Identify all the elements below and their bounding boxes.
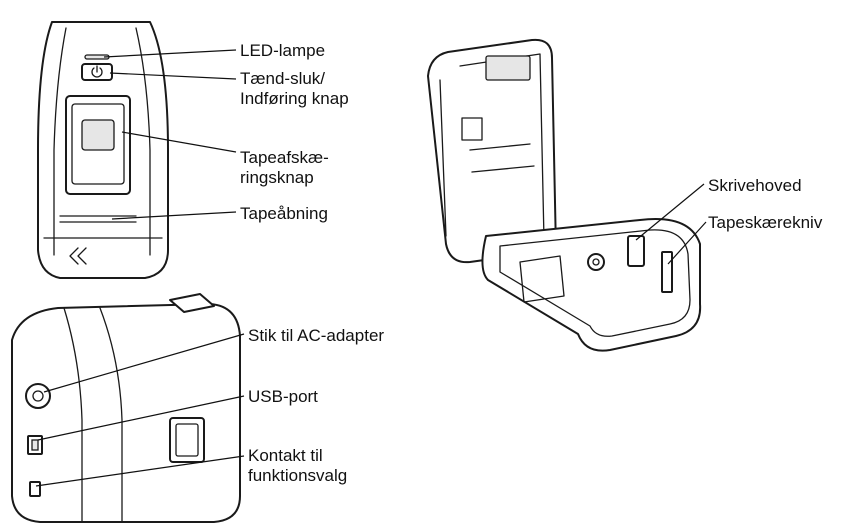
printer-open-view: [427, 38, 702, 352]
mode-switch-shape: [29, 481, 41, 497]
printer-front-view: [37, 21, 169, 279]
label-cutter-blade: Tapeskærekniv: [708, 213, 823, 232]
double-chevron-left-icon: [69, 247, 87, 265]
tape-exit-slot: [59, 215, 137, 223]
label-ac-adapter-jack: Stik til AC-adapter: [248, 326, 385, 345]
leader-print-head: [635, 183, 705, 241]
leader-ac: [43, 333, 245, 393]
leader-power: [109, 72, 237, 80]
label-mode-switch-line1: Kontakt til: [248, 446, 323, 465]
label-power-button-line1: Tænd-sluk/: [240, 69, 326, 88]
label-power-button-line2: Indføring knap: [240, 89, 349, 108]
tape-spool: [587, 253, 605, 271]
label-usb-port: USB-port: [248, 387, 318, 406]
label-mode-switch-line2: funktionsvalg: [248, 466, 348, 485]
cutter-button-face: [81, 119, 115, 151]
ac-adapter-jack: [25, 383, 51, 409]
label-led-lamp: LED-lampe: [240, 41, 326, 60]
leader-led: [103, 49, 237, 58]
power-symbol-icon: [91, 65, 103, 78]
label-tape-exit: Tapeåbning: [240, 204, 328, 223]
leader-cutter-blade: [667, 221, 707, 265]
leader-lines: [35, 49, 707, 487]
printer-side-view: [11, 293, 241, 523]
leader-mode: [35, 455, 245, 487]
leader-cutter: [121, 131, 237, 153]
label-print-head: Skrivehoved: [708, 176, 802, 195]
label-cutter-button-line1: Tapeafskæ-: [240, 148, 329, 167]
cutter-blade-shape: [661, 251, 673, 293]
label-cutter-button-line2: ringsknap: [240, 168, 314, 187]
leader-usb: [37, 395, 245, 441]
leader-tape-exit: [111, 211, 237, 220]
print-head-shape: [627, 235, 645, 267]
